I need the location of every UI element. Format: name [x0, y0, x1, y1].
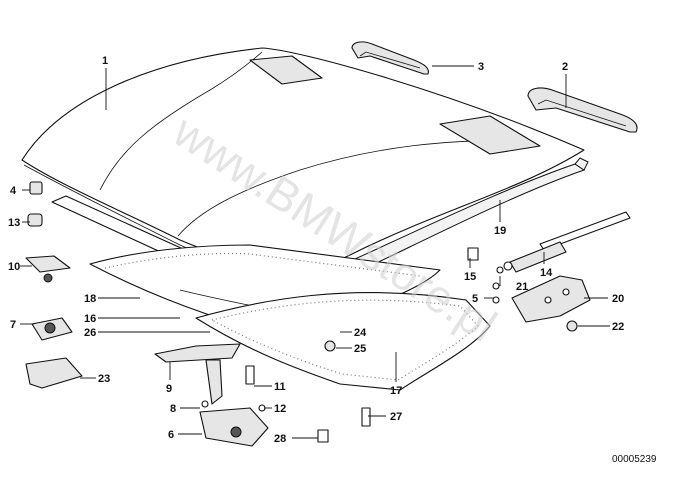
hood-bracket-left [25, 255, 71, 283]
callout-1: 1 [102, 55, 108, 67]
callout-26: 26 [84, 327, 96, 339]
gas-spring [503, 211, 631, 273]
callout-10: 10 [8, 261, 20, 273]
callout-3: 3 [478, 61, 484, 73]
callout-2: 2 [562, 61, 568, 73]
hood-seal-strip [334, 157, 589, 279]
callout-27: 27 [390, 411, 402, 423]
callout-14: 14 [540, 267, 553, 279]
insulation-mat [195, 291, 491, 391]
hinge-arm [154, 343, 241, 405]
callout-11: 11 [274, 381, 286, 393]
callout-6: 6 [168, 429, 174, 441]
air-grille-lower [527, 87, 638, 133]
callout-21: 21 [516, 281, 528, 293]
callout-16: 16 [84, 313, 96, 325]
callout-13: 13 [8, 217, 20, 229]
callout-28: 28 [274, 433, 286, 445]
callout-24: 24 [354, 327, 367, 339]
callout-labels: 1 2 3 4 5 6 7 8 9 10 11 12 13 14 15 16 1… [8, 55, 624, 445]
callout-18: 18 [84, 293, 96, 305]
hinge-upper [31, 317, 73, 341]
callout-20: 20 [612, 293, 624, 305]
air-grille-upper [351, 41, 429, 75]
callout-7: 7 [10, 319, 16, 331]
callout-17: 17 [390, 385, 402, 397]
hood-lock [511, 275, 591, 323]
callout-9: 9 [166, 383, 172, 395]
callout-5: 5 [472, 293, 478, 305]
small-hardware [27, 181, 578, 443]
callout-25: 25 [354, 343, 366, 355]
leader-lines [20, 65, 610, 439]
callout-4: 4 [10, 185, 17, 197]
hinge-lower [199, 407, 269, 447]
hood-panel [21, 47, 585, 275]
callout-19: 19 [494, 225, 506, 237]
callout-8: 8 [170, 403, 176, 415]
diagram-reference-number: 00005239 [612, 454, 657, 465]
callout-22: 22 [612, 321, 624, 333]
callout-15: 15 [464, 271, 476, 283]
callout-12: 12 [274, 403, 286, 415]
callout-23: 23 [98, 373, 110, 385]
hinge-cover [25, 357, 83, 389]
